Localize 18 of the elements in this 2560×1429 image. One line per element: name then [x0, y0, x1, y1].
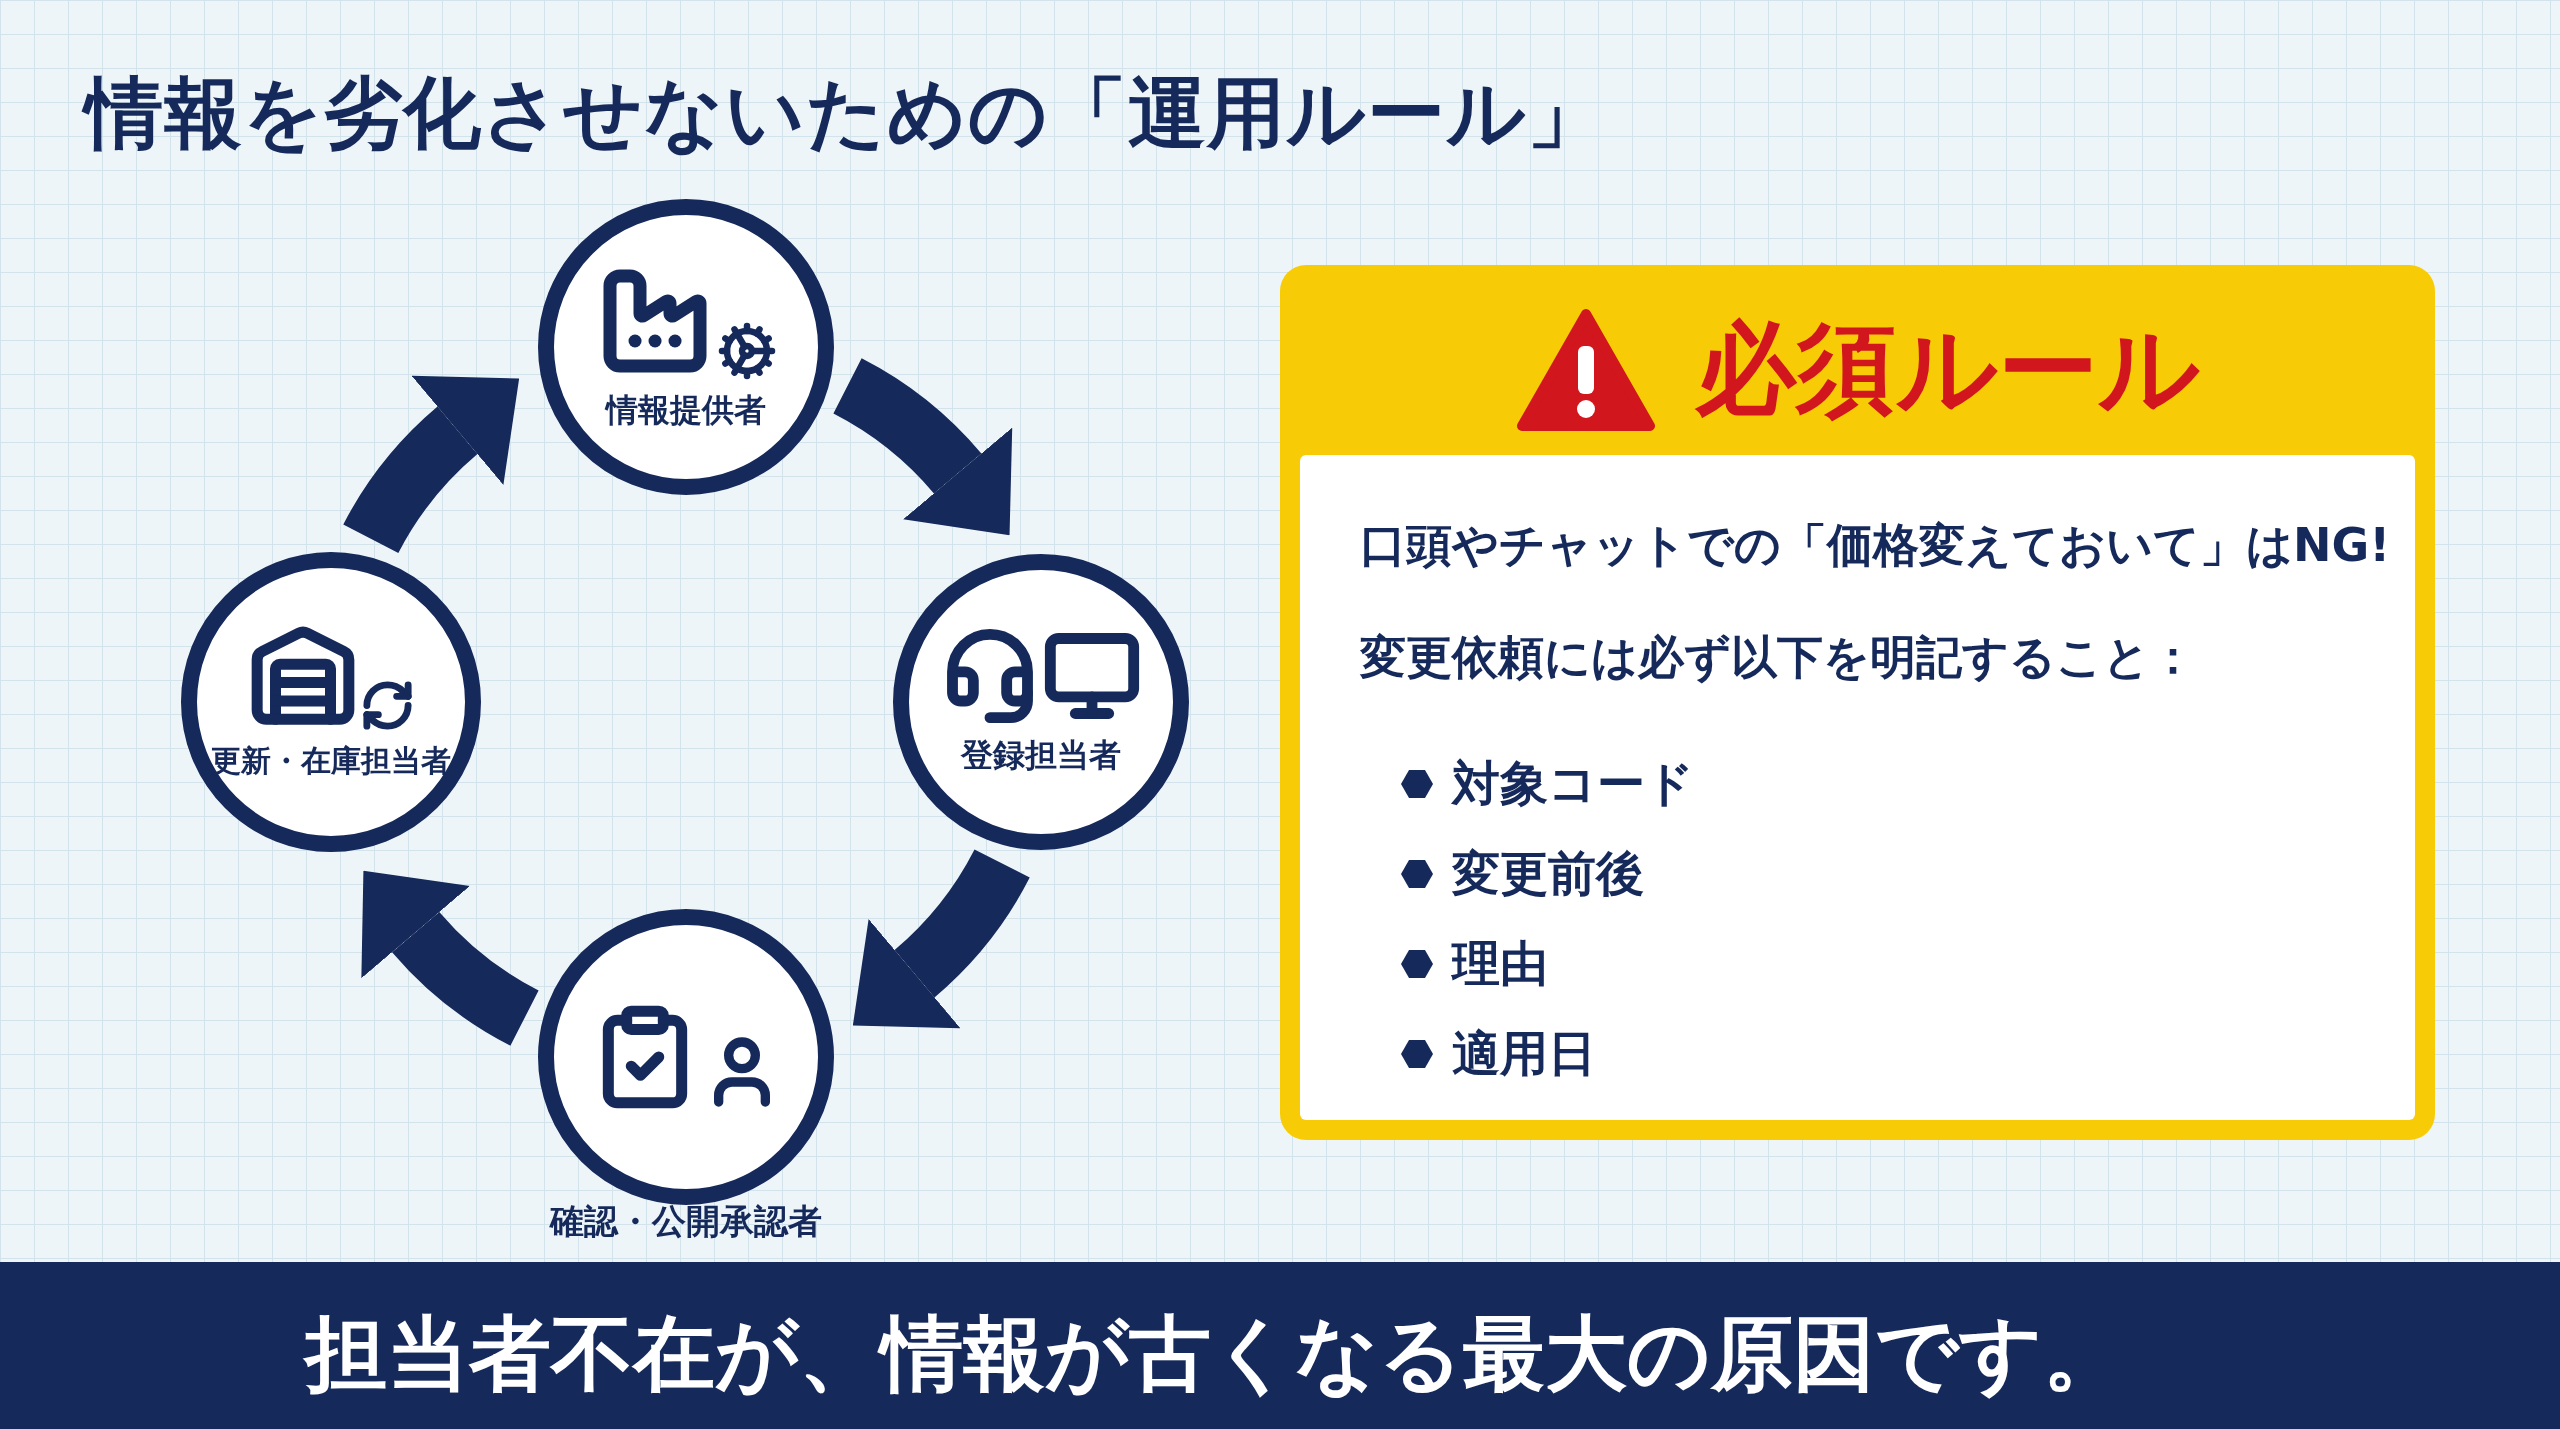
rule-heading: 必須ルール — [1695, 308, 2200, 429]
bullet-item: 適用日 — [1452, 1024, 1596, 1083]
role-label: 確認・公開承認者 — [550, 1200, 822, 1243]
curved-arrow — [344, 375, 517, 555]
curved-arrow — [360, 873, 540, 1045]
role-label: 情報提供者 — [606, 390, 766, 431]
curved-arrow — [855, 848, 1029, 1029]
rule-text: 口頭やチャットでの「価格変えておいて」はNG! — [1360, 517, 2392, 574]
bullet-item: 変更前後 — [1452, 844, 1644, 903]
rule-text: 変更依頼には必ず以下を明記すること： — [1360, 629, 2197, 686]
role-label: 登録担当者 — [961, 735, 1121, 776]
bullet-item: 理由 — [1452, 934, 1548, 993]
rule-card — [1280, 265, 2435, 1140]
curved-arrow — [832, 359, 1013, 533]
footer-caption: 担当者不在が、情報が古くなる最大の原因です。 — [305, 1305, 2125, 1403]
rule-panel — [1300, 455, 2415, 1120]
role-label: 更新・在庫担当者 — [211, 741, 451, 780]
bullet-item: 対象コード — [1452, 754, 1694, 813]
